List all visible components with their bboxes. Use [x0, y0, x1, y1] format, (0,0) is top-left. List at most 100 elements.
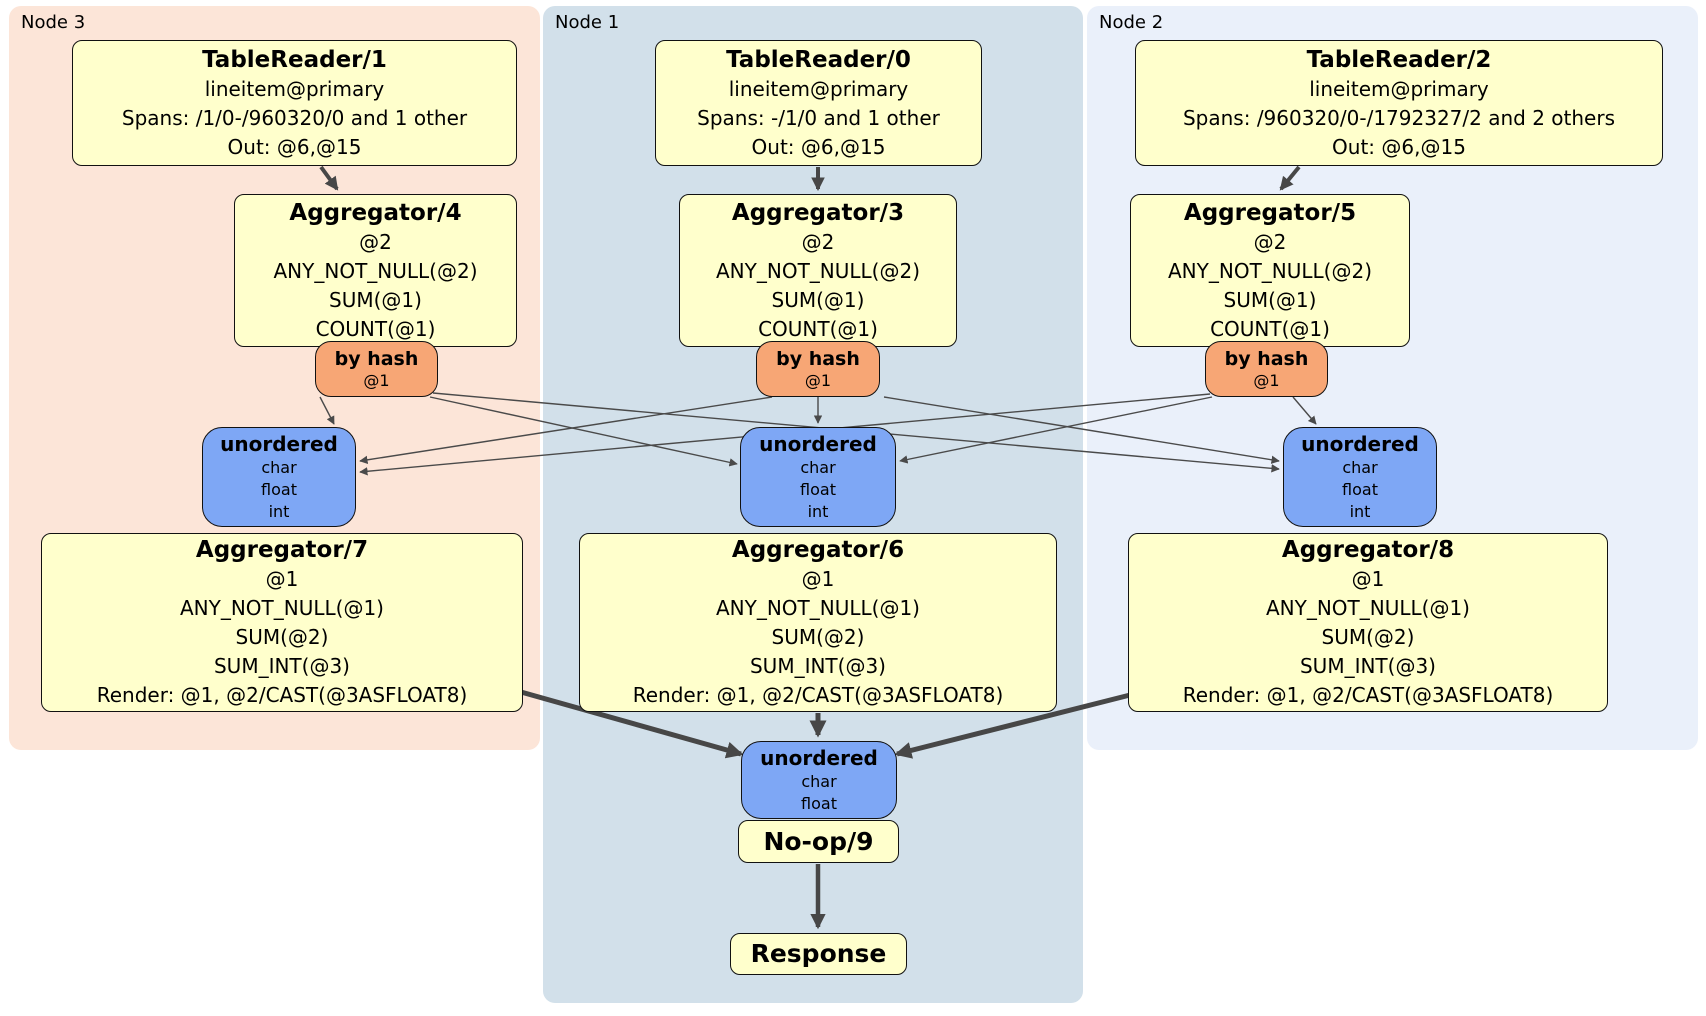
- processor-title: Aggregator/8: [1281, 537, 1455, 563]
- response-title: Response: [750, 939, 887, 968]
- box-line: SUM(@1): [1223, 287, 1317, 312]
- box-line: Render: @1, @2/CAST(@3ASFLOAT8): [1182, 683, 1554, 707]
- edge-hash3-uno1: [429, 396, 738, 467]
- box-line: lineitem@primary: [728, 76, 909, 101]
- box-line: SUM_INT(@3): [213, 654, 350, 678]
- box-line: float: [261, 479, 297, 499]
- sync-title: unordered: [760, 745, 878, 770]
- box-line: char: [800, 457, 836, 477]
- processor-title: No-op/9: [763, 826, 874, 856]
- box-line: SUM(@2): [235, 625, 329, 649]
- box-line: char: [261, 457, 297, 477]
- box-line: SUM_INT(@3): [1299, 654, 1436, 678]
- router-details: @1: [363, 371, 389, 390]
- router-title: by hash: [1224, 348, 1309, 370]
- box-line: COUNT(@1): [1210, 316, 1330, 341]
- box-line: Spans: /1/0-/960320/0 and 1 other: [121, 105, 468, 130]
- router-title: by hash: [334, 348, 419, 370]
- box-line: int: [807, 501, 829, 521]
- box-line: @2: [359, 229, 392, 254]
- box-line: ANY_NOT_NULL(@1): [179, 596, 384, 620]
- edge-hash3-uno3: [319, 396, 335, 425]
- sync-title: unordered: [220, 431, 338, 456]
- edge-hash1-uno3: [359, 396, 773, 464]
- processor-title: TableReader/1: [202, 46, 387, 73]
- box-line: @2: [801, 229, 835, 254]
- node-panel-label: Node 3: [21, 12, 86, 33]
- processor-noop-9: No-op/9: [738, 820, 899, 863]
- box-line: ANY_NOT_NULL(@2): [716, 258, 920, 283]
- box-line: ANY_NOT_NULL(@1): [1265, 596, 1470, 620]
- box-line: Out: @6,@15: [1332, 134, 1466, 159]
- box-line: @1: [801, 567, 835, 591]
- box-line: Render: @1, @2/CAST(@3ASFLOAT8): [632, 683, 1004, 707]
- box-line: float: [801, 793, 837, 813]
- box-line: int: [1349, 501, 1371, 521]
- box-line: SUM(@2): [1321, 625, 1415, 649]
- box-line: int: [268, 501, 290, 521]
- edge-hash2-uno1: [899, 396, 1213, 464]
- box-line: ANY_NOT_NULL(@2): [1168, 258, 1372, 283]
- box-line: ANY_NOT_NULL(@1): [715, 596, 920, 620]
- edge-hash2-uno2: [1292, 396, 1317, 425]
- router-title: by hash: [776, 348, 860, 370]
- processor-title: Aggregator/3: [731, 199, 905, 226]
- box-line: SUM(@1): [329, 287, 422, 312]
- processor-title: Aggregator/4: [289, 199, 462, 226]
- box-line: lineitem@primary: [1309, 76, 1489, 101]
- box-line: float: [1342, 479, 1378, 499]
- box-line: @1: [363, 371, 390, 390]
- box-line: Out: @6,@15: [751, 134, 886, 159]
- edge-hash1-uno2: [883, 396, 1280, 464]
- box-line: ANY_NOT_NULL(@2): [273, 258, 478, 283]
- response-node: Response: [730, 933, 907, 975]
- processor-title: Aggregator/6: [731, 537, 905, 563]
- box-line: Render: @1, @2/CAST(@3ASFLOAT8): [96, 683, 468, 707]
- box-line: COUNT(@1): [758, 316, 878, 341]
- processor-title: TableReader/0: [726, 46, 911, 73]
- box-line: Spans: /960320/0-/1792327/2 and 2 others: [1182, 105, 1615, 130]
- sync-title: unordered: [1301, 431, 1419, 456]
- box-line: float: [800, 479, 836, 499]
- router-details: @1: [1253, 371, 1279, 390]
- router-by-hash-node1: by hash @1: [756, 341, 880, 397]
- edge-agg8-unofinal: [894, 691, 1135, 759]
- box-line: Out: @6,@15: [227, 134, 362, 159]
- box-line: SUM_INT(@3): [749, 654, 886, 678]
- router-by-hash-node2: by hash @1: [1205, 341, 1328, 397]
- processor-title: Aggregator/7: [195, 537, 369, 563]
- box-line: @1: [265, 567, 299, 591]
- edge-tr1-agg4: [319, 165, 339, 191]
- box-line: lineitem@primary: [204, 76, 385, 101]
- box-line: @2: [1253, 229, 1287, 254]
- processor-title: TableReader/2: [1306, 46, 1492, 73]
- edge-tr2-agg5: [1279, 165, 1301, 191]
- sync-title: unordered: [759, 431, 877, 456]
